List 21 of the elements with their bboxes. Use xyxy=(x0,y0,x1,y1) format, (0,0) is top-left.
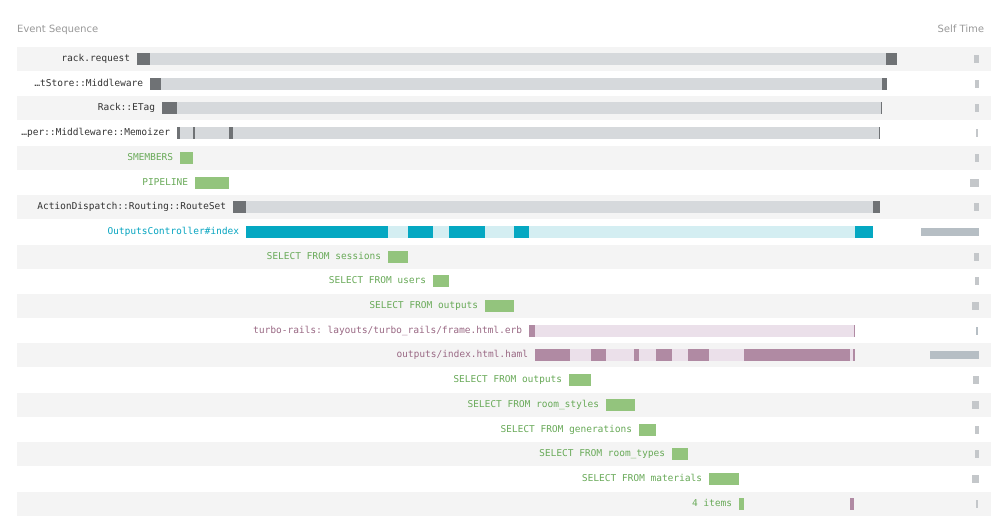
column-header: Event Sequence xyxy=(17,24,98,35)
event-label: turbo-rails: layouts/turbo_rails/frame.html.erb xyxy=(253,324,522,337)
event-label: ActionDispatch::Routing::RouteSet xyxy=(37,201,226,214)
event-label: SELECT FROM sessions xyxy=(266,250,381,263)
event-label: SELECT FROM outputs xyxy=(453,374,562,386)
event-label: SELECT FROM room_types xyxy=(539,448,665,460)
event-label: SELECT FROM users xyxy=(328,275,426,288)
event-label: outputs/index.html.haml xyxy=(396,349,528,362)
event-label: SELECT FROM outputs xyxy=(369,300,478,312)
event-label: SELECT FROM generations xyxy=(500,424,632,436)
event-label: SELECT FROM room_styles xyxy=(467,398,599,411)
event-label: rack.request xyxy=(61,53,130,65)
event-label: PIPELINE xyxy=(142,176,188,188)
event-label: SMEMBERS xyxy=(127,152,173,164)
event-label: OutputsController#index xyxy=(107,226,239,238)
event-label: Rack::ETag xyxy=(98,102,155,114)
event-label: SELECT FROM materials xyxy=(582,472,702,485)
event-label: …tStore::Middleware xyxy=(34,78,143,90)
column-header: Self Time xyxy=(938,24,984,35)
event-label: …per::Middleware::Memoizer xyxy=(21,127,170,140)
event-label: 4 items xyxy=(692,498,732,510)
